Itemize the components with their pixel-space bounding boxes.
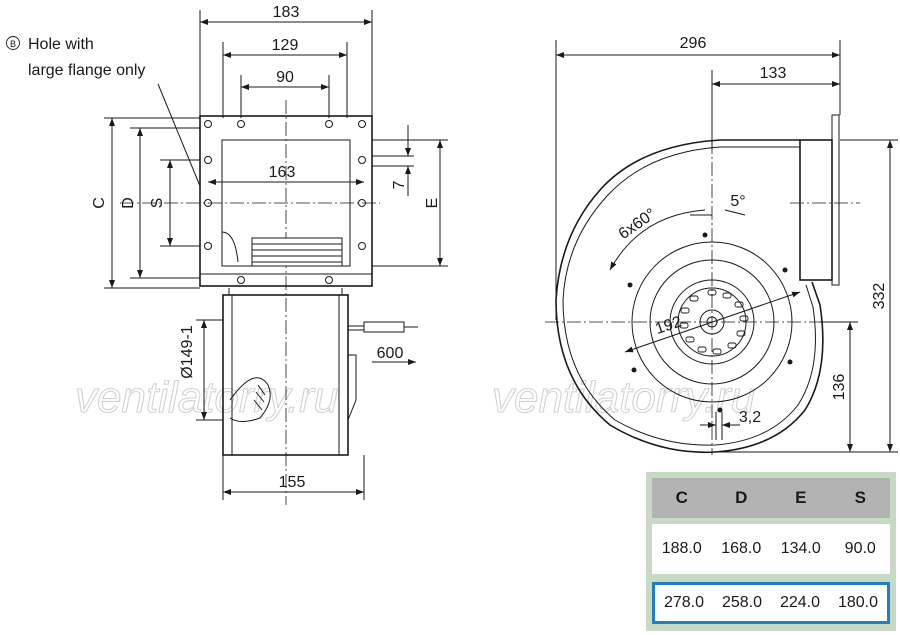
note-leader-line [157,83,201,187]
cell-D: 168.0 [721,540,762,557]
dim-hole-spacing-inner: 90 [276,69,294,86]
dim-D: D [120,197,137,209]
dim-outlet-offset: 133 [760,65,787,82]
header-D: D [735,488,748,507]
front-view: 183 129 90 163 C D S [91,4,448,505]
dim-angle: 5° [730,193,745,210]
table-header-row: C D E S [652,478,890,518]
header-S: S [854,488,866,507]
dim-slot-width: 3,2 [739,409,761,426]
dim-impeller-diameter: 192 [653,313,684,337]
note-line-1: Hole with [28,36,94,53]
header-E: E [795,488,807,507]
watermark-left: ventilatorry.ru [75,373,338,422]
dim-side-overall-width: 296 [680,35,707,52]
flange-bolt-holes [204,120,366,284]
cell-C: 188.0 [661,540,702,557]
dim-hole-spacing-outer: 129 [272,37,299,54]
note-marker-circle [6,36,20,50]
dim-diameter: Ø149-1 [179,325,196,378]
dim-side-height: 332 [871,283,888,310]
cell-E: 224.0 [779,594,821,611]
dimension-table: C D E S 188.0 168.0 134.0 90.0 278.0 258… [646,472,896,631]
dim-axis-height: 136 [831,374,848,401]
table-row: 188.0 168.0 134.0 90.0 [652,524,890,574]
cell-C: 278.0 [663,594,705,611]
motor-hub [229,377,271,422]
dim-hole-pattern: 6x60° [616,206,659,243]
header-C: C [675,488,688,507]
fan-housing-body [222,294,349,456]
dim-overall-width: 183 [273,4,300,21]
table-row-highlighted: 278.0 258.0 224.0 180.0 [652,582,890,624]
dim-E: E [424,198,441,209]
dim-opening-width: 163 [269,164,296,181]
dim-S: S [149,198,166,209]
cell-S: 90.0 [844,540,876,557]
cell-S: 180.0 [837,594,879,611]
scroll-housing [555,139,824,454]
dim-offset-7: 7 [391,180,408,189]
outlet-flange-side [799,139,833,281]
cell-E: 134.0 [780,540,821,557]
note-line-2: large flange only [28,62,145,79]
cell-D: 258.0 [721,594,763,611]
flange-hole-note: B Hole with large flange only [6,36,201,187]
dim-cable-length: 600 [377,345,404,362]
note-marker-letter: B [10,39,16,49]
mounting-holes [627,232,793,413]
dim-body-width: 155 [279,474,306,491]
dim-C: C [91,197,108,209]
